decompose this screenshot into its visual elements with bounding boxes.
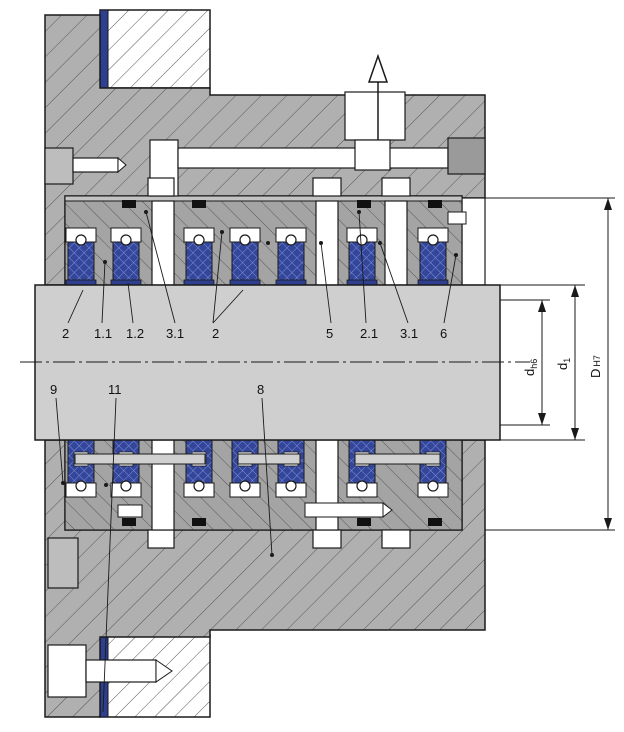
seals-lower	[65, 439, 449, 498]
pin-lower	[117, 501, 393, 519]
bolt-upper	[44, 147, 127, 185]
part-labels: 2 1.1 1.2 3.1 2 5 2.1 3.1 6 9 11 8	[50, 326, 447, 397]
pin-upper	[447, 211, 467, 225]
dimension-lines	[485, 197, 615, 531]
lip-seal-upper	[275, 227, 307, 286]
label-5: 5	[326, 326, 333, 341]
leader-dots	[61, 210, 458, 557]
dimension-text: dh6 d1 DH7	[522, 355, 603, 378]
dim-d1: d1	[555, 358, 572, 370]
label-6: 6	[440, 326, 447, 341]
lip-seal-lower	[229, 439, 261, 498]
lip-seal-lower	[110, 439, 142, 498]
lip-seal-lower	[417, 439, 449, 498]
lip-seal-upper	[110, 227, 142, 286]
label-1-2: 1.2	[126, 326, 144, 341]
seal-spacer-rod	[354, 453, 441, 465]
dim-DH7: DH7	[588, 355, 603, 378]
label-3-1-b: 3.1	[400, 326, 418, 341]
lip-seal-upper	[229, 227, 261, 286]
lip-seal-lower	[346, 439, 378, 498]
dim-dh6: dh6	[522, 359, 539, 376]
outlet-arrow-icon	[367, 53, 389, 140]
o-rings	[122, 200, 442, 526]
seal-spacer-rod	[237, 453, 301, 465]
seal-spacer-rod	[74, 453, 206, 465]
bolt-lower	[47, 644, 173, 698]
label-2-b: 2	[212, 326, 219, 341]
label-8: 8	[257, 382, 264, 397]
label-11: 11	[108, 382, 122, 397]
bolt-flange-lower	[47, 537, 79, 589]
label-9: 9	[50, 382, 57, 397]
label-1-1: 1.1	[94, 326, 112, 341]
label-2-a: 2	[62, 326, 69, 341]
lip-seal-upper	[65, 227, 97, 286]
lip-seal-lower	[65, 439, 97, 498]
lip-seal-upper	[183, 227, 215, 286]
leader-lines	[55, 211, 457, 713]
label-2-1: 2.1	[360, 326, 378, 341]
shaft	[20, 284, 530, 441]
lip-seal-lower	[183, 439, 215, 498]
label-3-1-a: 3.1	[166, 326, 184, 341]
mounting-wall	[99, 9, 211, 718]
fluid-channels-upper	[147, 91, 486, 286]
lip-seal-upper	[417, 227, 449, 286]
dimension-arrows	[538, 198, 612, 530]
lip-seal-lower	[275, 439, 307, 498]
